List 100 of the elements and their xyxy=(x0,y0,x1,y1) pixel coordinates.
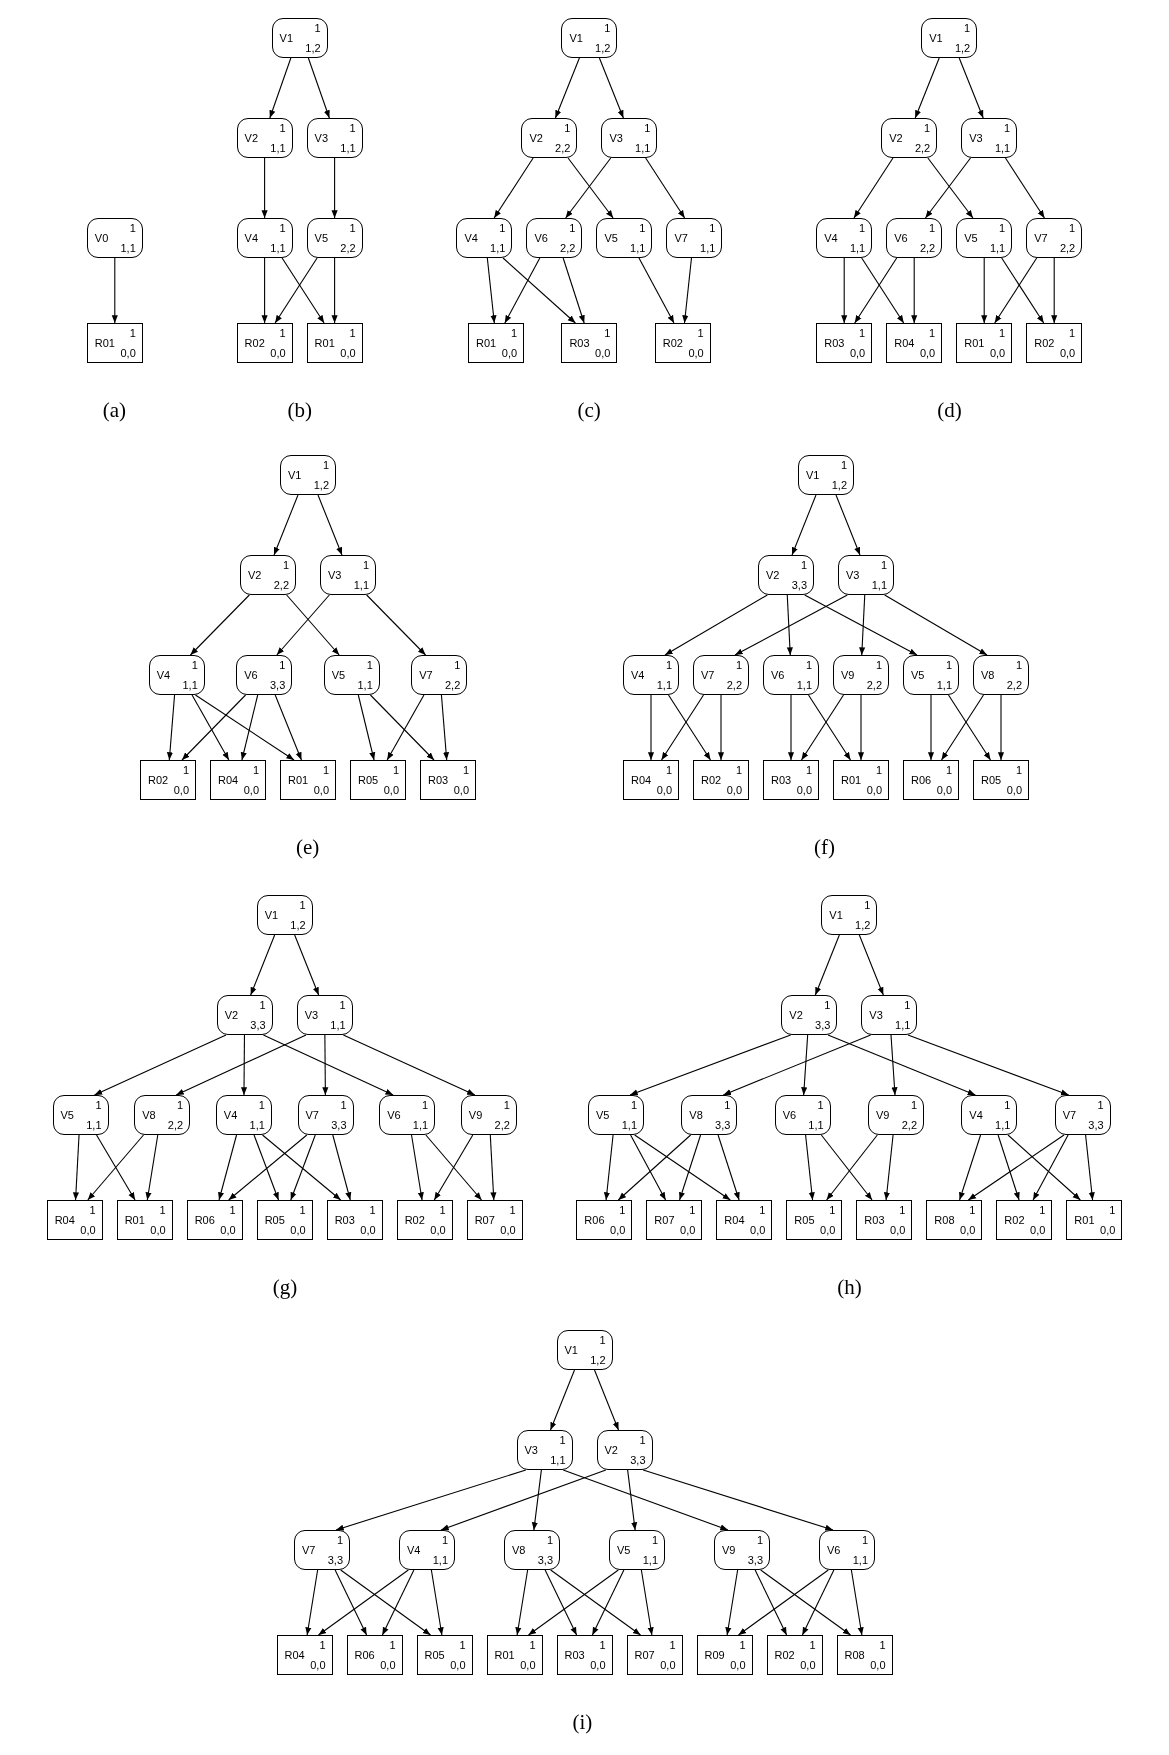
count-label: 1 xyxy=(279,327,286,339)
value-label: 2,2 xyxy=(560,242,576,254)
value-label: 1,2 xyxy=(595,42,611,54)
arrow xyxy=(841,257,848,324)
arrow xyxy=(317,1569,409,1636)
arrow xyxy=(145,1134,159,1201)
node-label: V2 xyxy=(244,132,259,144)
arrow xyxy=(850,1569,864,1636)
leaf-node-box xyxy=(486,1635,543,1675)
arrow xyxy=(425,1134,483,1201)
node-label: R01 xyxy=(494,1649,515,1661)
value-label: 0,0 xyxy=(383,784,399,796)
rounded-node-box xyxy=(148,655,205,695)
arrow xyxy=(381,1569,415,1636)
node-label: V3 xyxy=(869,1009,883,1021)
node-label: V3 xyxy=(609,132,623,144)
value-label: 0,0 xyxy=(610,1224,626,1236)
value-label: 1,1 xyxy=(357,679,373,691)
value-label: 1,1 xyxy=(330,1019,346,1031)
arrow xyxy=(228,1134,308,1201)
node-label: R01 xyxy=(841,774,862,786)
node-label: R03 xyxy=(334,1214,355,1226)
count-label: 1 xyxy=(569,222,576,234)
count-label: 1 xyxy=(454,659,461,671)
leaf-node-box xyxy=(973,760,1029,800)
arrow xyxy=(754,1569,788,1636)
value-label: 0,0 xyxy=(500,1224,516,1236)
node-label: V7 xyxy=(305,1109,319,1121)
leaf-node-box xyxy=(186,1200,243,1240)
leaf-node-box xyxy=(116,1200,173,1240)
node-label: V8 xyxy=(981,669,995,681)
value-label: 0,0 xyxy=(360,1224,376,1236)
leaf-node-box xyxy=(833,760,889,800)
leaf-node-box xyxy=(576,1200,633,1240)
panel-caption: (g) xyxy=(272,1275,298,1299)
arrow xyxy=(504,257,541,324)
rounded-node-box xyxy=(526,218,583,258)
node-label: V5 xyxy=(314,232,329,244)
rounded-node-box xyxy=(681,1095,738,1135)
node-label: V2 xyxy=(766,569,780,581)
count-label: 1 xyxy=(369,1204,376,1216)
node-label: V7 xyxy=(1062,1109,1077,1121)
count-label: 1 xyxy=(1039,1204,1046,1216)
count-label: 1 xyxy=(462,764,469,776)
count-label: 1 xyxy=(282,559,289,571)
leaf-node-box xyxy=(416,1635,473,1675)
arrow xyxy=(386,694,425,761)
value-label: 2,2 xyxy=(1006,679,1022,691)
value-label: 2,2 xyxy=(901,1119,917,1131)
count-label: 1 xyxy=(639,1434,646,1446)
leaf-node-box xyxy=(466,1200,523,1240)
rounded-node-box xyxy=(1054,1095,1111,1135)
arrow xyxy=(331,257,338,324)
leaf-node-box xyxy=(46,1200,103,1240)
value-label: 1,2 xyxy=(290,919,306,931)
node-label: V7 xyxy=(302,1544,316,1556)
arrow xyxy=(827,1034,976,1096)
node-label: R01 xyxy=(94,337,115,349)
count-label: 1 xyxy=(709,222,716,234)
arrow xyxy=(717,694,725,761)
node-label: V4 xyxy=(244,232,259,244)
rounded-node-box xyxy=(596,218,653,258)
node-label: V1 xyxy=(279,32,294,44)
arrow xyxy=(835,494,861,556)
arrow xyxy=(958,57,984,119)
value-label: 0,0 xyxy=(1006,784,1022,796)
arrow xyxy=(682,257,693,324)
leaf-node-box xyxy=(816,323,873,363)
arrow xyxy=(366,594,427,656)
value-label: 0,0 xyxy=(890,1224,906,1236)
node-label: R01 xyxy=(314,337,335,349)
value-label: 1,1 xyxy=(412,1119,429,1131)
arrow xyxy=(262,1034,394,1096)
count-label: 1 xyxy=(529,1639,536,1651)
arrow xyxy=(191,694,230,761)
value-label: 0,0 xyxy=(520,1659,536,1671)
rounded-node-box xyxy=(320,555,376,595)
rounded-node-box xyxy=(236,118,293,158)
rounded-node-box xyxy=(821,895,878,935)
value-label: 0,0 xyxy=(656,784,672,796)
rounded-node-box xyxy=(271,18,328,58)
count-label: 1 xyxy=(840,459,847,471)
node-label: R03 xyxy=(569,337,590,349)
arrow xyxy=(717,1134,740,1201)
value-label: 1,1 xyxy=(270,242,286,254)
rounded-node-box xyxy=(816,218,873,258)
node-label: V5 xyxy=(331,669,346,681)
node-label: R04 xyxy=(54,1214,75,1226)
value-label: 1,1 xyxy=(353,579,369,591)
value-label: 0,0 xyxy=(800,1659,816,1671)
node-label: V6 xyxy=(771,669,785,681)
value-label: 1,1 xyxy=(642,1554,658,1566)
arrow xyxy=(111,257,118,324)
node-label: R04 xyxy=(724,1214,745,1226)
count-label: 1 xyxy=(319,1639,326,1651)
count-label: 1 xyxy=(349,327,356,339)
leaf-node-box xyxy=(836,1635,893,1675)
node-label: V5 xyxy=(964,232,978,244)
rounded-node-box xyxy=(956,218,1013,258)
leaf-node-box xyxy=(468,323,525,363)
